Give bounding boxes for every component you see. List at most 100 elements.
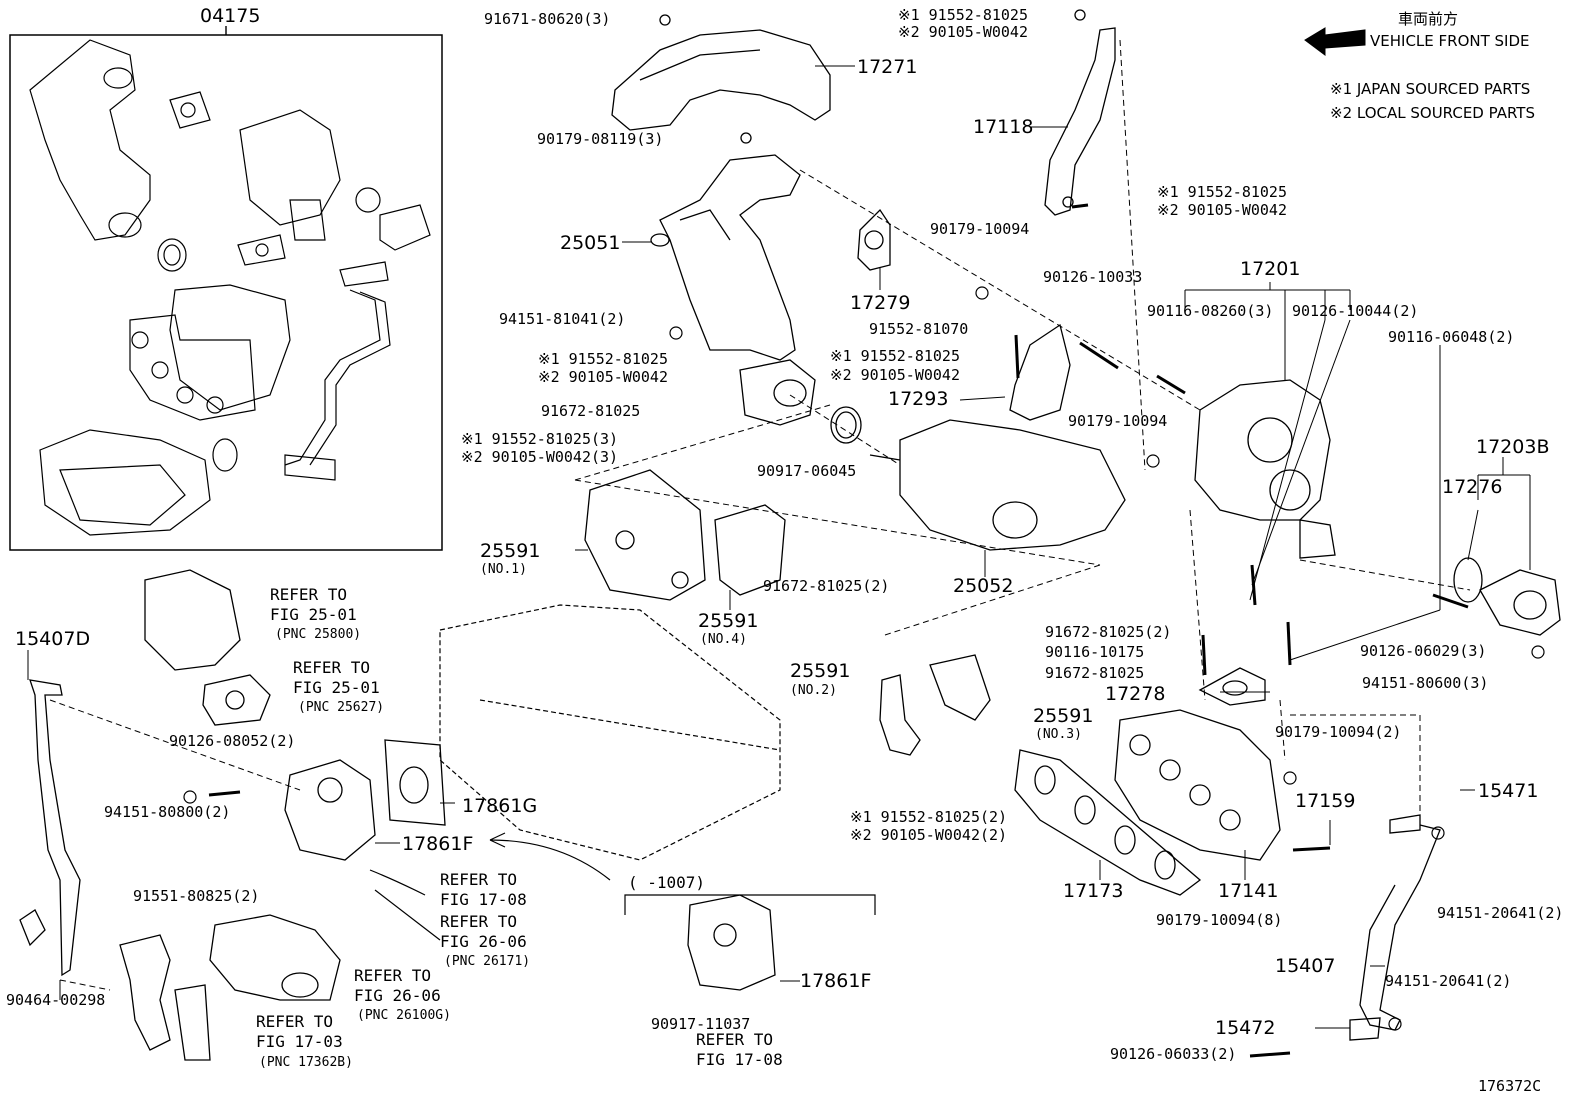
ref4-pnc: (PNC 26171): [444, 954, 531, 969]
bolt-91551-80825[interactable]: 91551-80825(2): [133, 887, 260, 905]
bolt-90105-w0042-mid[interactable]: ※2 90105-W0042: [538, 368, 668, 386]
ref5-link[interactable]: FIG 26-06: [354, 986, 441, 1005]
bracket-25591-no3: [929, 654, 991, 721]
ref5-line1: REFER TO: [354, 966, 432, 985]
gasket-90917-06045-label[interactable]: 90917-06045: [757, 462, 857, 480]
stud-90126-06033[interactable]: 90126-06033(2): [1110, 1045, 1237, 1063]
nut-90179-10094-x8[interactable]: 90179-10094(8): [1156, 911, 1283, 929]
gasket-90917-11037[interactable]: 90917-11037: [651, 1015, 751, 1033]
part-17293[interactable]: 17293: [888, 388, 949, 410]
ref2-link[interactable]: FIG 25-01: [293, 678, 380, 697]
ref4-link[interactable]: FIG 26-06: [440, 932, 527, 951]
nut-94151-20641-b[interactable]: 94151-20641(2): [1385, 972, 1512, 990]
stud-90126-10033[interactable]: 90126-10033: [1043, 268, 1143, 286]
stud-90116-10175[interactable]: 90116-10175: [1045, 643, 1145, 661]
part-15471[interactable]: 15471: [1478, 780, 1539, 802]
part-25052[interactable]: 25052: [953, 575, 1014, 597]
part-25591-no4[interactable]: 25591: [698, 610, 759, 632]
kit-parts-sketch: [29, 39, 431, 536]
part-17203B[interactable]: 17203B: [1476, 436, 1550, 458]
bolt-91672-81025-b[interactable]: 91672-81025: [1045, 664, 1145, 682]
manifold-17141: [1114, 709, 1281, 861]
nut-94151-80600[interactable]: 94151-80600(3): [1362, 674, 1489, 692]
gasket-17278: [1198, 667, 1266, 706]
part-17861F[interactable]: 17861F: [402, 833, 474, 855]
stud-90126-10044[interactable]: 90126-10044(2): [1292, 302, 1419, 320]
bolt-91552-81025-right[interactable]: ※1 91552-81025: [1157, 183, 1287, 201]
fastener-marks: [183, 203, 1545, 1058]
egr-17861F: [284, 759, 376, 861]
bolt-91552-81025-x2[interactable]: ※1 91552-81025(2): [850, 808, 1008, 826]
ref1-pnc: (PNC 25800): [275, 627, 362, 642]
gasket-17276: [1453, 557, 1483, 603]
part-15407D[interactable]: 15407D: [15, 628, 91, 650]
part-17159[interactable]: 17159: [1295, 790, 1356, 812]
nut-94151-20641-a[interactable]: 94151-20641(2): [1437, 904, 1564, 922]
nut-90179-10094-x2[interactable]: 90179-10094(2): [1275, 723, 1402, 741]
part-17201[interactable]: 17201: [1240, 258, 1301, 280]
stud-90126-08052[interactable]: 90126-08052(2): [169, 732, 296, 750]
ref6-pnc: (PNC 17362B): [259, 1055, 353, 1070]
part-15472[interactable]: 15472: [1215, 1017, 1276, 1039]
gasket-17173: [1014, 749, 1202, 896]
part-25591-no3[interactable]: 25591: [1033, 705, 1094, 727]
legend-japan: ※1 JAPAN SOURCED PARTS: [1330, 80, 1531, 98]
ref-arrows: [369, 832, 611, 941]
part-17118[interactable]: 17118: [973, 116, 1034, 138]
part-17861G[interactable]: 17861G: [462, 795, 538, 817]
bolt-91672-81025[interactable]: 91672-81025: [541, 402, 641, 420]
water-pipe-sketch: [119, 934, 211, 1061]
gasket-90917-06045: [830, 406, 862, 444]
part-25051[interactable]: 25051: [560, 232, 621, 254]
egr-17861F-alt: [687, 894, 776, 991]
bolt-91552-81025-mid[interactable]: ※1 91552-81025: [538, 350, 668, 368]
nut-94151-80800[interactable]: 94151-80800(2): [104, 803, 231, 821]
ref6-link[interactable]: FIG 17-03: [256, 1032, 343, 1051]
part-25591-no2-sub: (NO.2): [790, 683, 837, 698]
part-15407[interactable]: 15407: [1275, 955, 1336, 977]
ref1-line1: REFER TO: [270, 585, 348, 604]
nut-90179-10094-b[interactable]: 90179-10094: [1068, 412, 1168, 430]
kit-04175-box: [9, 34, 443, 551]
part-04175[interactable]: 04175: [200, 5, 261, 27]
ref1-link[interactable]: FIG 25-01: [270, 605, 357, 624]
heat-insulator-17271: [611, 14, 831, 144]
ref3-link[interactable]: FIG 17-08: [440, 890, 527, 909]
bolt-91671-80620[interactable]: 91671-80620(3): [484, 10, 611, 28]
part-17278[interactable]: 17278: [1105, 683, 1166, 705]
bolt-90105-w0042-right[interactable]: ※2 90105-W0042: [1157, 201, 1287, 219]
stud-90116-06048[interactable]: 90116-06048(2): [1388, 328, 1515, 346]
oil-pipe-15407: [1349, 814, 1441, 1041]
converter-25052: [869, 419, 1126, 551]
bolt-91552-81025-x3[interactable]: ※1 91552-81025(3): [461, 430, 619, 448]
bolt-91552-81025-center[interactable]: ※1 91552-81025: [830, 347, 960, 365]
bolt-90105-w0042-x3[interactable]: ※2 90105-W0042(3): [461, 448, 619, 466]
nut-90179-10094-a[interactable]: 90179-10094: [930, 220, 1030, 238]
stud-90126-06029[interactable]: 90126-06029(3): [1360, 642, 1487, 660]
ref7-link[interactable]: FIG 17-08: [696, 1050, 783, 1069]
figure-id: 176372C: [1478, 1077, 1542, 1095]
part-25591-no1[interactable]: 25591: [480, 540, 541, 562]
bolt-91672-81025-x2-a[interactable]: 91672-81025(2): [763, 577, 890, 595]
vacuum-pump-sketch: [144, 569, 241, 671]
part-17271[interactable]: 17271: [857, 56, 918, 78]
part-17276[interactable]: 17276: [1442, 476, 1503, 498]
bolt-91672-81025-x2-b[interactable]: 91672-81025(2): [1045, 623, 1172, 641]
bolt-90105-w0042-top[interactable]: ※2 90105-W0042: [898, 23, 1028, 41]
part-17141[interactable]: 17141: [1218, 880, 1279, 902]
gasket-25627-sketch: [202, 674, 271, 726]
clip-90464-00298[interactable]: 90464-00298: [6, 991, 106, 1009]
part-17173[interactable]: 17173: [1063, 880, 1124, 902]
part-25591-no2[interactable]: 25591: [790, 660, 851, 682]
part-17279[interactable]: 17279: [850, 292, 911, 314]
bolt-90105-w0042-center[interactable]: ※2 90105-W0042: [830, 366, 960, 384]
bolt-91552-81070[interactable]: 91552-81070: [869, 320, 969, 338]
bolt-91552-81025-top[interactable]: ※1 91552-81025: [898, 6, 1028, 24]
ref6-line1: REFER TO: [256, 1012, 334, 1031]
part-17861F-alt[interactable]: 17861F: [800, 970, 872, 992]
stud-90116-08260[interactable]: 90116-08260(3): [1147, 302, 1274, 320]
nut-94151-81041[interactable]: 94151-81041(2): [499, 310, 626, 328]
nut-90179-08119[interactable]: 90179-08119(3): [537, 130, 664, 148]
outlet-17203B: [1479, 569, 1561, 636]
bolt-90105-w0042-x2[interactable]: ※2 90105-W0042(2): [850, 826, 1008, 844]
